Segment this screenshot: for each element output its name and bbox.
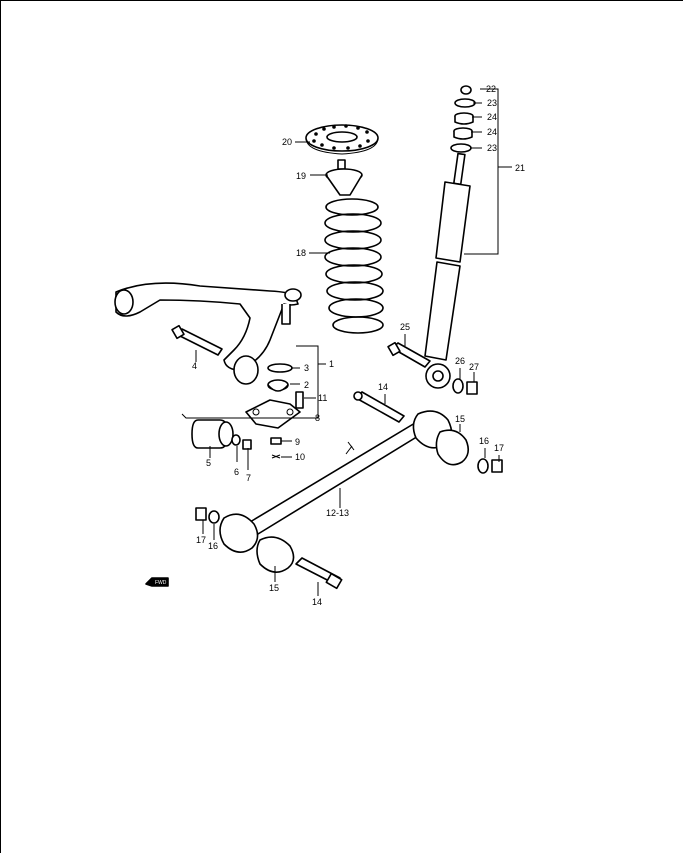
callout-16b: 16: [208, 541, 218, 551]
callout-20: 20: [282, 137, 292, 147]
washer-nut-right: [452, 378, 503, 474]
callout-19: 19: [296, 171, 306, 181]
callout-23a: 23: [487, 98, 497, 108]
callout-14a: 14: [378, 382, 388, 392]
washer-nut-left: [195, 507, 220, 524]
spring-seat-20: [305, 124, 379, 155]
callout-4: 4: [192, 361, 197, 371]
callout-17b: 17: [196, 535, 206, 545]
callout-12-13: 12-13: [326, 508, 349, 518]
shock-top-hardware: [450, 85, 476, 153]
callout-9: 9: [295, 437, 300, 447]
callout-16a: 16: [479, 436, 489, 446]
svg-text:FWD: FWD: [155, 580, 167, 586]
shock-absorber-21: [424, 152, 471, 389]
fwd-arrow-icon: FWD: [145, 577, 169, 587]
callout-23b: 23: [487, 143, 497, 153]
bolt-14-lower: [295, 557, 343, 590]
callout-2: 2: [304, 380, 309, 390]
bolt-25: [387, 341, 431, 368]
callout-27: 27: [469, 362, 479, 372]
callouts: 20 19 18 22 23 24 24 23 21 1 3 2 11 8 9 …: [192, 84, 525, 607]
callout-11: 11: [318, 393, 327, 403]
callout-17a: 17: [494, 443, 504, 453]
bump-stopper-19: [325, 159, 363, 196]
callout-25: 25: [400, 322, 410, 332]
bolt-4: [171, 324, 223, 356]
bushing-5-group: [191, 419, 252, 450]
callout-7: 7: [246, 473, 251, 483]
callout-24a: 24: [487, 112, 497, 122]
callout-1: 1: [329, 359, 334, 369]
upper-control-arm: [114, 282, 302, 385]
lateral-rod-12-13: [219, 410, 470, 573]
callout-22: 22: [486, 84, 496, 94]
coil-spring-18: [324, 198, 384, 334]
callout-5: 5: [206, 458, 211, 468]
callout-26: 26: [455, 356, 465, 366]
callout-14b: 14: [312, 597, 322, 607]
callout-18: 18: [296, 248, 306, 258]
bolt-14-upper: [353, 391, 405, 423]
callout-24b: 24: [487, 127, 497, 137]
ball-joint-parts: [245, 363, 304, 459]
callout-21: 21: [515, 163, 525, 173]
callout-10: 10: [295, 452, 305, 462]
callout-15b: 15: [269, 583, 279, 593]
callout-8: 8: [315, 413, 320, 423]
leader-lines: [181, 88, 512, 596]
callout-15a: 15: [455, 414, 465, 424]
callout-3: 3: [304, 363, 309, 373]
callout-6: 6: [234, 467, 239, 477]
